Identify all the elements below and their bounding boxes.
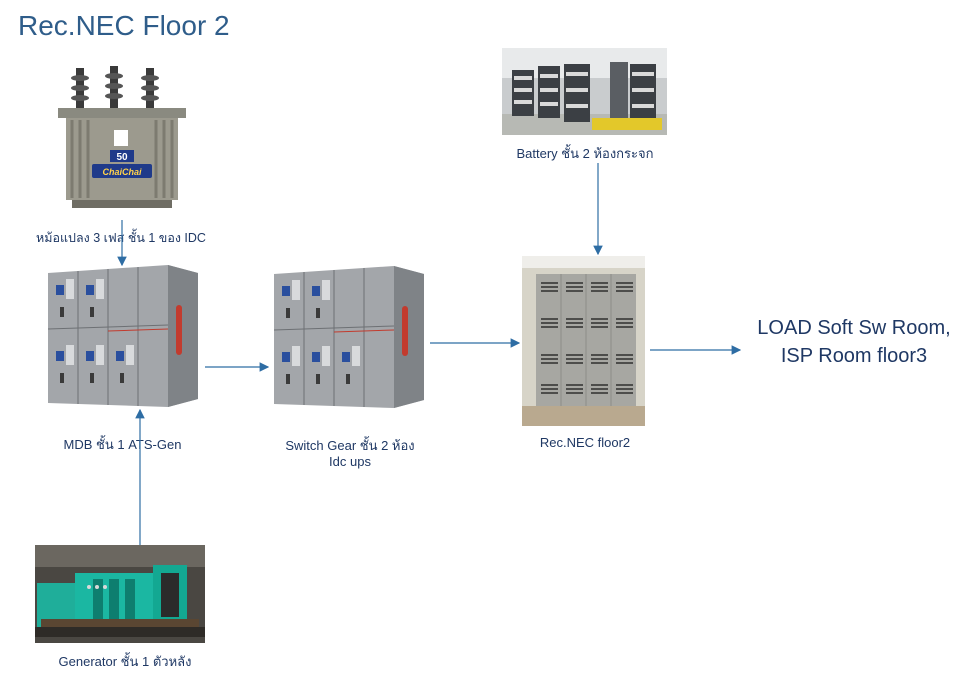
transformer-brand: ChaiChai (102, 167, 142, 177)
transformer-image: 50 ChaiChai (52, 62, 192, 210)
battery-label: Battery ชั้น 2 ห้องกระจก (516, 146, 654, 161)
rec-nec-label: Rec.NEC floor2 (539, 435, 631, 450)
generator-image (35, 545, 205, 643)
generator-label: Generator ชั้น 1 ตัวหลัง (58, 654, 192, 669)
rec-nec-image (522, 256, 645, 426)
transformer-label: หม้อแปลง 3 เฟส ชั้น 1 ของ IDC (36, 231, 206, 245)
transformer-badge: 50 (116, 152, 128, 163)
load-label-line1: LOAD Soft Sw Room, (757, 317, 951, 339)
switchgear-label-line2: Idc ups (329, 454, 371, 469)
battery-image (502, 48, 667, 135)
mdb-label: MDB ชั้น 1 ATS-Gen (63, 437, 182, 452)
mdb-image (48, 265, 198, 407)
switchgear-label-line1: Switch Gear ชั้น 2 ห้อง (285, 438, 415, 453)
switchgear-image (274, 266, 424, 408)
load-label-line2: ISP Room floor3 (780, 345, 928, 367)
page-title: Rec.NEC Floor 2 (18, 10, 230, 41)
